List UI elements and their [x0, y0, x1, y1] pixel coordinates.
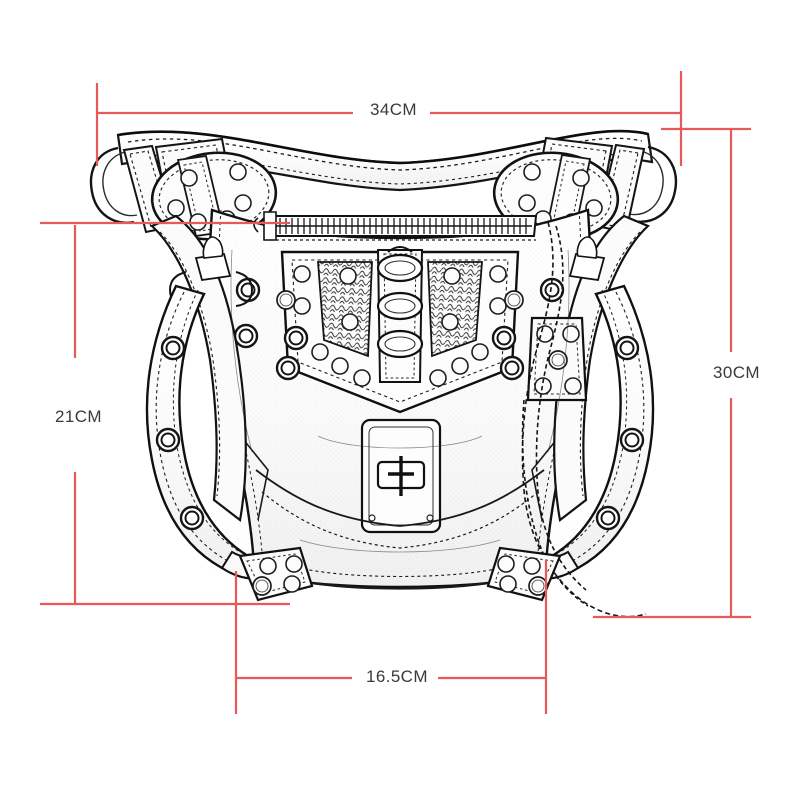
front-flap: [275, 246, 525, 414]
dim-34cm-lines: [95, 71, 683, 166]
bottom-right-plate: [486, 546, 562, 602]
dim-21cm-lines: [40, 221, 290, 606]
dimension-label-height-right: 30CM: [707, 363, 766, 383]
bottom-left-plate: [238, 546, 314, 602]
center-buckles: [376, 246, 424, 359]
shading: [230, 249, 570, 553]
dim-165cm-lines: [234, 560, 548, 714]
dimension-label-width-top: 34CM: [364, 100, 423, 120]
right-side-wing: [553, 214, 651, 522]
side-pocket: [526, 316, 588, 402]
metal-chain: [521, 221, 647, 618]
dimension-label-width-bottom: 16.5CM: [360, 667, 434, 687]
left-side-wing: [149, 214, 247, 522]
dim-30cm-lines: [593, 127, 751, 619]
turn-lock-closure: [360, 418, 442, 534]
zipper: [253, 211, 538, 241]
left-d-ring: [89, 146, 138, 224]
dimension-label-height-left: 21CM: [49, 407, 108, 427]
right-d-ring: [628, 145, 678, 223]
